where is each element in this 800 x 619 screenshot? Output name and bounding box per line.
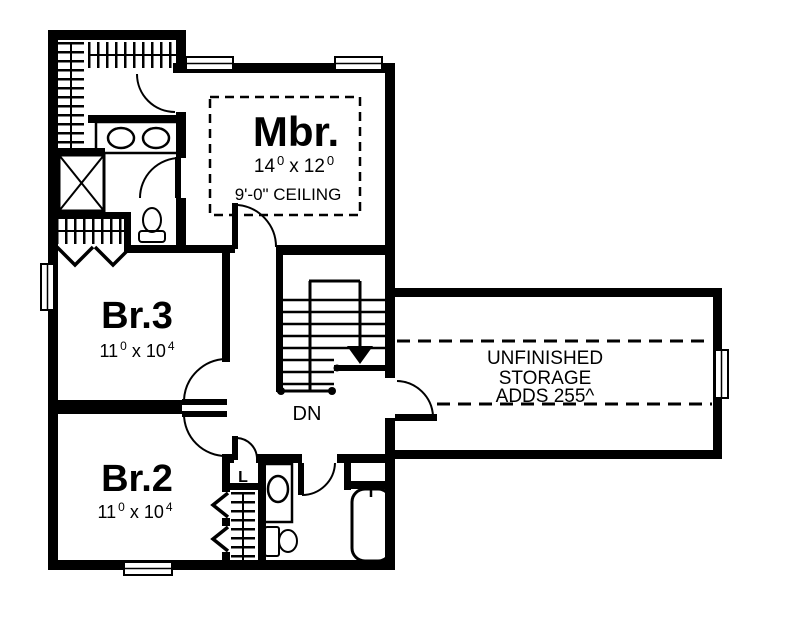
door-hall-bath: [298, 462, 336, 496]
closet-rods: [56, 42, 255, 560]
bifold-bedroom3-right: [93, 245, 133, 268]
window-master-right: [334, 56, 383, 71]
storage-label-line2: STORAGE: [499, 368, 592, 389]
windows: [40, 56, 729, 576]
door-master-bedroom: [232, 203, 278, 249]
door-master-closet: [136, 73, 176, 113]
bifold-bedroom2-lower: [210, 525, 230, 553]
door-linen-closet: [232, 436, 258, 460]
master-bedroom-ceiling-note: 9'-0" CEILING: [235, 185, 342, 204]
door-storage: [395, 380, 437, 421]
dashed-annotations: [208, 95, 712, 406]
bedroom2-label: Br.2: [101, 458, 173, 500]
linen-closet-label: L: [238, 469, 248, 486]
window-bedroom2: [123, 561, 173, 576]
door-bedroom2: [182, 411, 227, 457]
double-vanity: [94, 120, 184, 155]
storage-label-line1: UNFINISHED: [487, 348, 603, 369]
bifold-bedroom3-left: [55, 245, 95, 268]
hall-bath-vanity: [262, 462, 294, 524]
window-bedroom3: [40, 263, 55, 311]
hall-bath-toilet: [264, 526, 298, 557]
stairs-down-arrow: [347, 281, 373, 364]
shower: [57, 153, 106, 213]
master-ceiling-outline: [208, 95, 362, 217]
window-master-left: [185, 56, 234, 71]
staircase: DN: [277, 279, 385, 425]
storage-label-line3: ADDS 255^: [496, 386, 595, 407]
bifold-doors: [55, 245, 230, 553]
doors: [136, 73, 437, 496]
bifold-bedroom2-upper: [210, 491, 230, 519]
bedroom3-label: Br.3: [101, 295, 173, 337]
stairs-dn-label: DN: [293, 403, 322, 425]
window-storage: [714, 349, 729, 399]
master-bath-fixtures: [57, 120, 184, 243]
door-master-bath: [139, 157, 181, 199]
master-toilet: [138, 207, 166, 243]
bathtub: [350, 487, 393, 563]
storage-label: UNFINISHED STORAGE ADDS 255^: [487, 348, 603, 407]
door-bedroom3: [182, 358, 227, 405]
hall-bath-fixtures: [262, 462, 393, 563]
master-bedroom-label: Mbr.: [253, 108, 339, 155]
